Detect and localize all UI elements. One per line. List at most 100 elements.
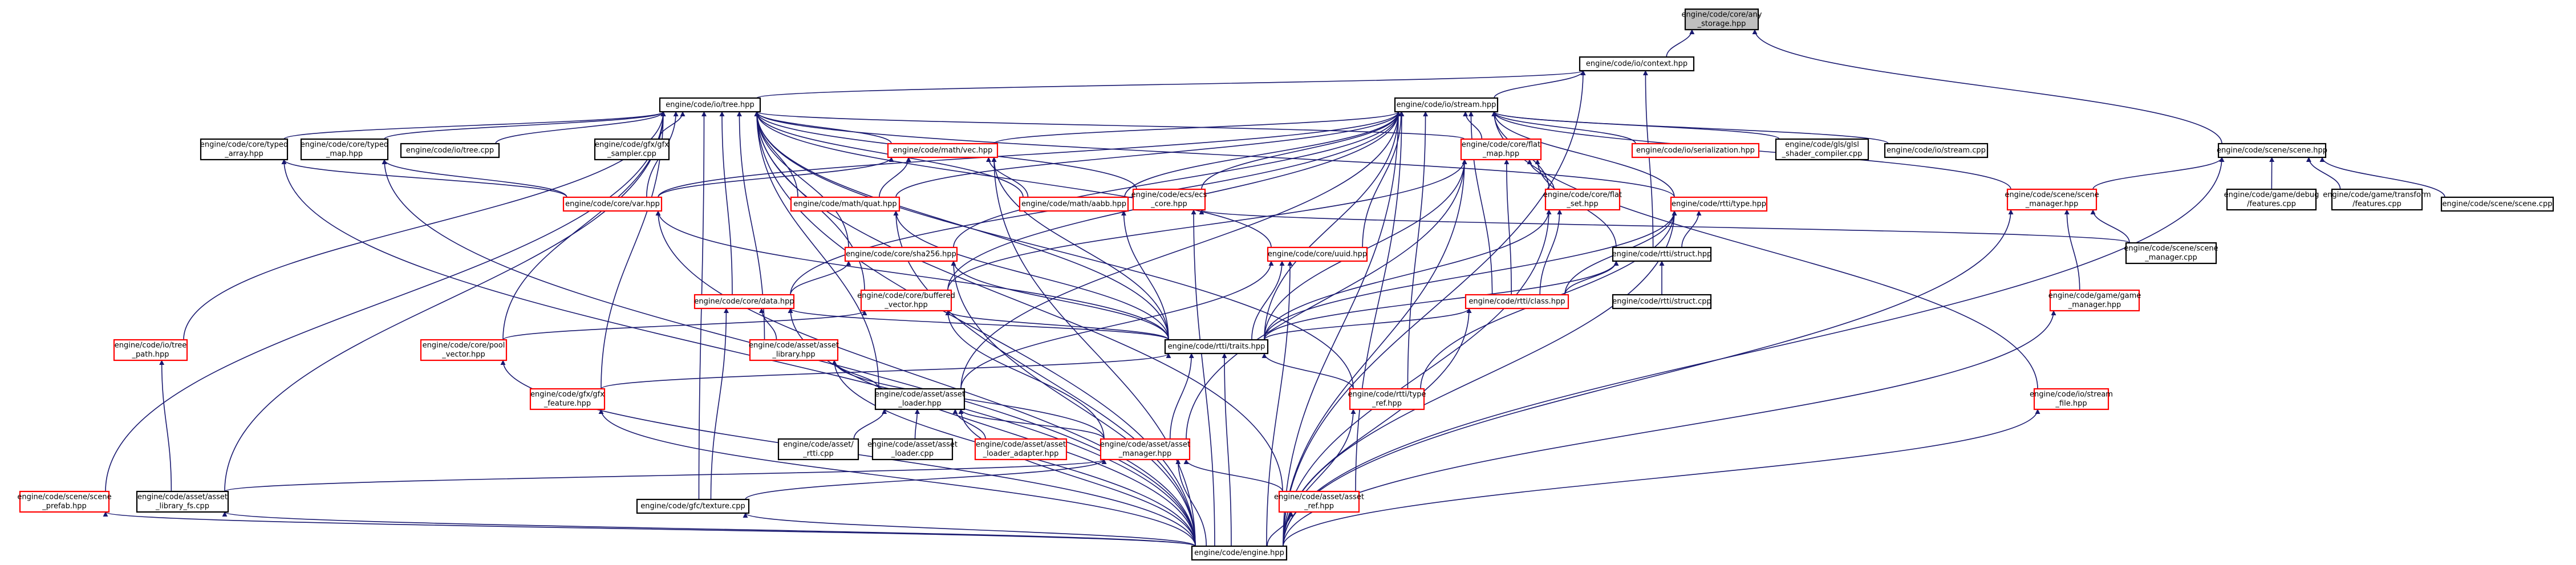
edge-engine-includes-stream_file — [1283, 409, 2040, 547]
node-loader-adapter[interactable]: engine/code/asset/asset_loader_adapter.h… — [974, 438, 1068, 461]
edge-rtti_traits-includes-vec — [991, 157, 1169, 340]
node-game-transform[interactable]: engine/code/game/transform/features.cpp — [2323, 188, 2431, 211]
node-buffered-vector[interactable]: engine/code/core/buffered_vector.hpp — [857, 289, 955, 312]
node-rtti-type[interactable]: engine/code/rtti/type.hpp — [1670, 196, 1768, 212]
edge-aabb-includes-vec — [986, 157, 1029, 198]
node-aabb[interactable]: engine/code/math/aabb.hpp — [1019, 196, 1129, 212]
node-box — [562, 196, 663, 212]
node-library-fs[interactable]: engine/code/asset/asset_library_fs.cpp — [136, 490, 229, 513]
node-scene-prefab[interactable]: engine/code/scene/scene_prefab.hpp — [17, 490, 112, 513]
node-typed-map[interactable]: engine/code/core/typed_map.hpp — [300, 138, 389, 161]
edge-asset_loader-includes-tree — [754, 111, 879, 389]
edge-quat-includes-vec — [879, 157, 911, 198]
node-label: engine/code/rtti/struct.hpp — [1612, 250, 1712, 259]
node-quat[interactable]: engine/code/math/quat.hpp — [790, 196, 900, 212]
node-label: engine/code/rtti/class.hpp — [1468, 298, 1565, 306]
node-label: /features.cpp — [2247, 200, 2296, 209]
node-asset-library[interactable]: engine/code/asset/asset_library.hpp — [749, 339, 839, 361]
node-box — [420, 339, 508, 361]
node-engine[interactable]: engine/code/engine.hpp — [1191, 545, 1288, 561]
node-tree-cpp[interactable]: engine/code/io/tree.cpp — [400, 143, 500, 158]
node-rtti-type-ref[interactable]: engine/code/rtti/type_ref.hpp — [1348, 388, 1426, 410]
node-serialization[interactable]: engine/code/io/serialization.hpp — [1631, 143, 1760, 158]
node-rtti-class[interactable]: engine/code/rtti/class.hpp — [1465, 294, 1569, 310]
edge-rtti_traits-includes-rtti_struct — [1264, 261, 1619, 340]
node-scene-cpp[interactable]: engine/code/scene/scene.cpp — [2440, 196, 2554, 212]
edge-engine-includes-flat_map — [1283, 159, 1467, 547]
node-flat-set[interactable]: engine/code/core/flat_set.hpp — [1543, 188, 1622, 211]
node-label: _ref.hpp — [1372, 400, 1402, 408]
node-box — [1278, 490, 1360, 513]
node-label: engine/code/math/quat.hpp — [793, 200, 896, 209]
node-box — [659, 97, 761, 113]
node-label: engine/code/core/sha256.hpp — [846, 250, 956, 259]
edge-scene_manager_cpp-includes-ecs_core — [1199, 209, 2130, 243]
node-data[interactable]: engine/code/core/data.hpp — [693, 294, 795, 310]
node-texture[interactable]: engine/code/gfc/texture.cpp — [636, 498, 750, 514]
edge-engine-includes-stream — [1283, 111, 1401, 547]
node-label: _loader.hpp — [898, 400, 941, 408]
node-pool-vector[interactable]: engine/code/core/pool_vector.hpp — [420, 339, 508, 361]
edge-data-includes-tree — [719, 111, 733, 295]
node-asset-manager[interactable]: engine/code/asset/asset_manager.hpp — [1100, 438, 1191, 461]
node-rtti-struct-cpp[interactable]: engine/code/rtti/struct.cpp — [1612, 294, 1712, 310]
node-label: engine/code/asset/asset — [1100, 441, 1190, 449]
node-label: engine/code/asset/asset — [137, 493, 228, 502]
edge-var-includes-typed_map — [382, 159, 567, 198]
edge-sha256-includes-stream — [953, 111, 1401, 248]
node-flat-map[interactable]: engine/code/core/flat_map.hpp — [1460, 138, 1542, 161]
node-game-debug[interactable]: engine/code/game/debug/features.cpp — [2224, 188, 2319, 211]
node-game-manager[interactable]: engine/code/game/game_manager.hpp — [2048, 289, 2141, 312]
node-label: engine/code/scene/scene.cpp — [2443, 200, 2553, 209]
node-asset-rtti-cpp[interactable]: engine/code/asset/_rtti.cpp — [777, 438, 859, 461]
edge-serialization-includes-stream — [1491, 111, 1636, 144]
node-rtti-struct[interactable]: engine/code/rtti/struct.hpp — [1612, 246, 1712, 262]
node-asset-loader[interactable]: engine/code/asset/asset_loader.hpp — [874, 388, 966, 410]
node-rtti-traits[interactable]: engine/code/rtti/traits.hpp — [1164, 339, 1269, 355]
node-stream-cpp[interactable]: engine/code/io/stream.cpp — [1884, 143, 1989, 158]
node-ecs-core[interactable]: engine/code/ecs/ecs_core.hpp — [1131, 188, 1207, 211]
edge-engine-includes-tree — [754, 111, 1196, 547]
edge-var-includes-typed_array — [281, 159, 567, 198]
node-label: _loader_adapter.hpp — [983, 450, 1059, 458]
node-stream-file[interactable]: engine/code/io/stream_file.hpp — [2030, 388, 2113, 410]
node-var[interactable]: engine/code/core/var.hpp — [562, 196, 663, 212]
node-stream[interactable]: engine/code/io/stream.hpp — [1394, 97, 1499, 113]
node-io-tree-path[interactable]: engine/code/io/tree_path.hpp — [113, 339, 188, 361]
node-sha256[interactable]: engine/code/core/sha256.hpp — [844, 246, 958, 262]
node-box — [2125, 242, 2217, 265]
node-any-storage[interactable]: engine/code/core/any_storage.hpp — [1682, 8, 1762, 31]
edge-rtti_traits-includes-uuid — [1251, 261, 1285, 340]
node-typed-array[interactable]: engine/code/core/typed_array.hpp — [200, 138, 288, 161]
node-label: engine/code/core/flat — [1543, 191, 1622, 200]
node-uuid[interactable]: engine/code/core/uuid.hpp — [1267, 246, 1368, 262]
node-gfx-feature[interactable]: engine/code/gfx/gfx_feature.hpp — [529, 388, 606, 410]
node-box — [1612, 294, 1712, 310]
node-label: engine/code/core/buffered — [857, 292, 955, 300]
edge-uuid-includes-stream — [1362, 111, 1404, 248]
node-label: _vector.hpp — [884, 301, 927, 310]
node-label: _ref.hpp — [1304, 502, 1334, 511]
node-label: _prefab.hpp — [42, 502, 86, 511]
node-scene[interactable]: engine/code/scene/scene.hpp — [2217, 143, 2327, 158]
node-box — [300, 138, 389, 161]
node-scene-manager-cpp[interactable]: engine/code/scene/scene_manager.cpp — [2124, 242, 2218, 265]
edge-engine-includes-rtti_traits — [1222, 353, 1232, 547]
node-context[interactable]: engine/code/io/context.hpp — [1579, 56, 1695, 72]
edge-rtti_traits-includes-aabb — [1121, 210, 1169, 340]
edge-engine-includes-library_fs — [222, 511, 1196, 547]
node-vec[interactable]: engine/code/math/vec.hpp — [887, 143, 999, 158]
edge-asset_loader-includes-stream — [960, 111, 1401, 389]
edge-flat_map-includes-tree — [754, 111, 1465, 140]
edge-engine-includes-ecs_core — [1191, 209, 1215, 547]
edge-rtti_class-includes-flat_set — [1539, 209, 1563, 295]
node-box — [2217, 143, 2327, 158]
node-label: engine/code/ecs/ecs — [1131, 191, 1207, 200]
edge-rtti_type_ref-includes-rtti_traits — [1261, 353, 1354, 389]
node-gfx-sampler[interactable]: engine/code/gfx/gfx_sampler.cpp — [594, 138, 670, 161]
node-scene-manager[interactable]: engine/code/scene/scene_manager.hpp — [2005, 188, 2099, 211]
node-tree[interactable]: engine/code/io/tree.hpp — [659, 97, 761, 113]
node-glsl-compiler[interactable]: engine/code/gls/glsl_shader_compiler.cpp — [1775, 138, 1869, 161]
node-asset-ref[interactable]: engine/code/asset/asset_ref.hpp — [1274, 490, 1364, 513]
node-asset-loader-cpp[interactable]: engine/code/asset/asset_loader.cpp — [867, 438, 958, 461]
